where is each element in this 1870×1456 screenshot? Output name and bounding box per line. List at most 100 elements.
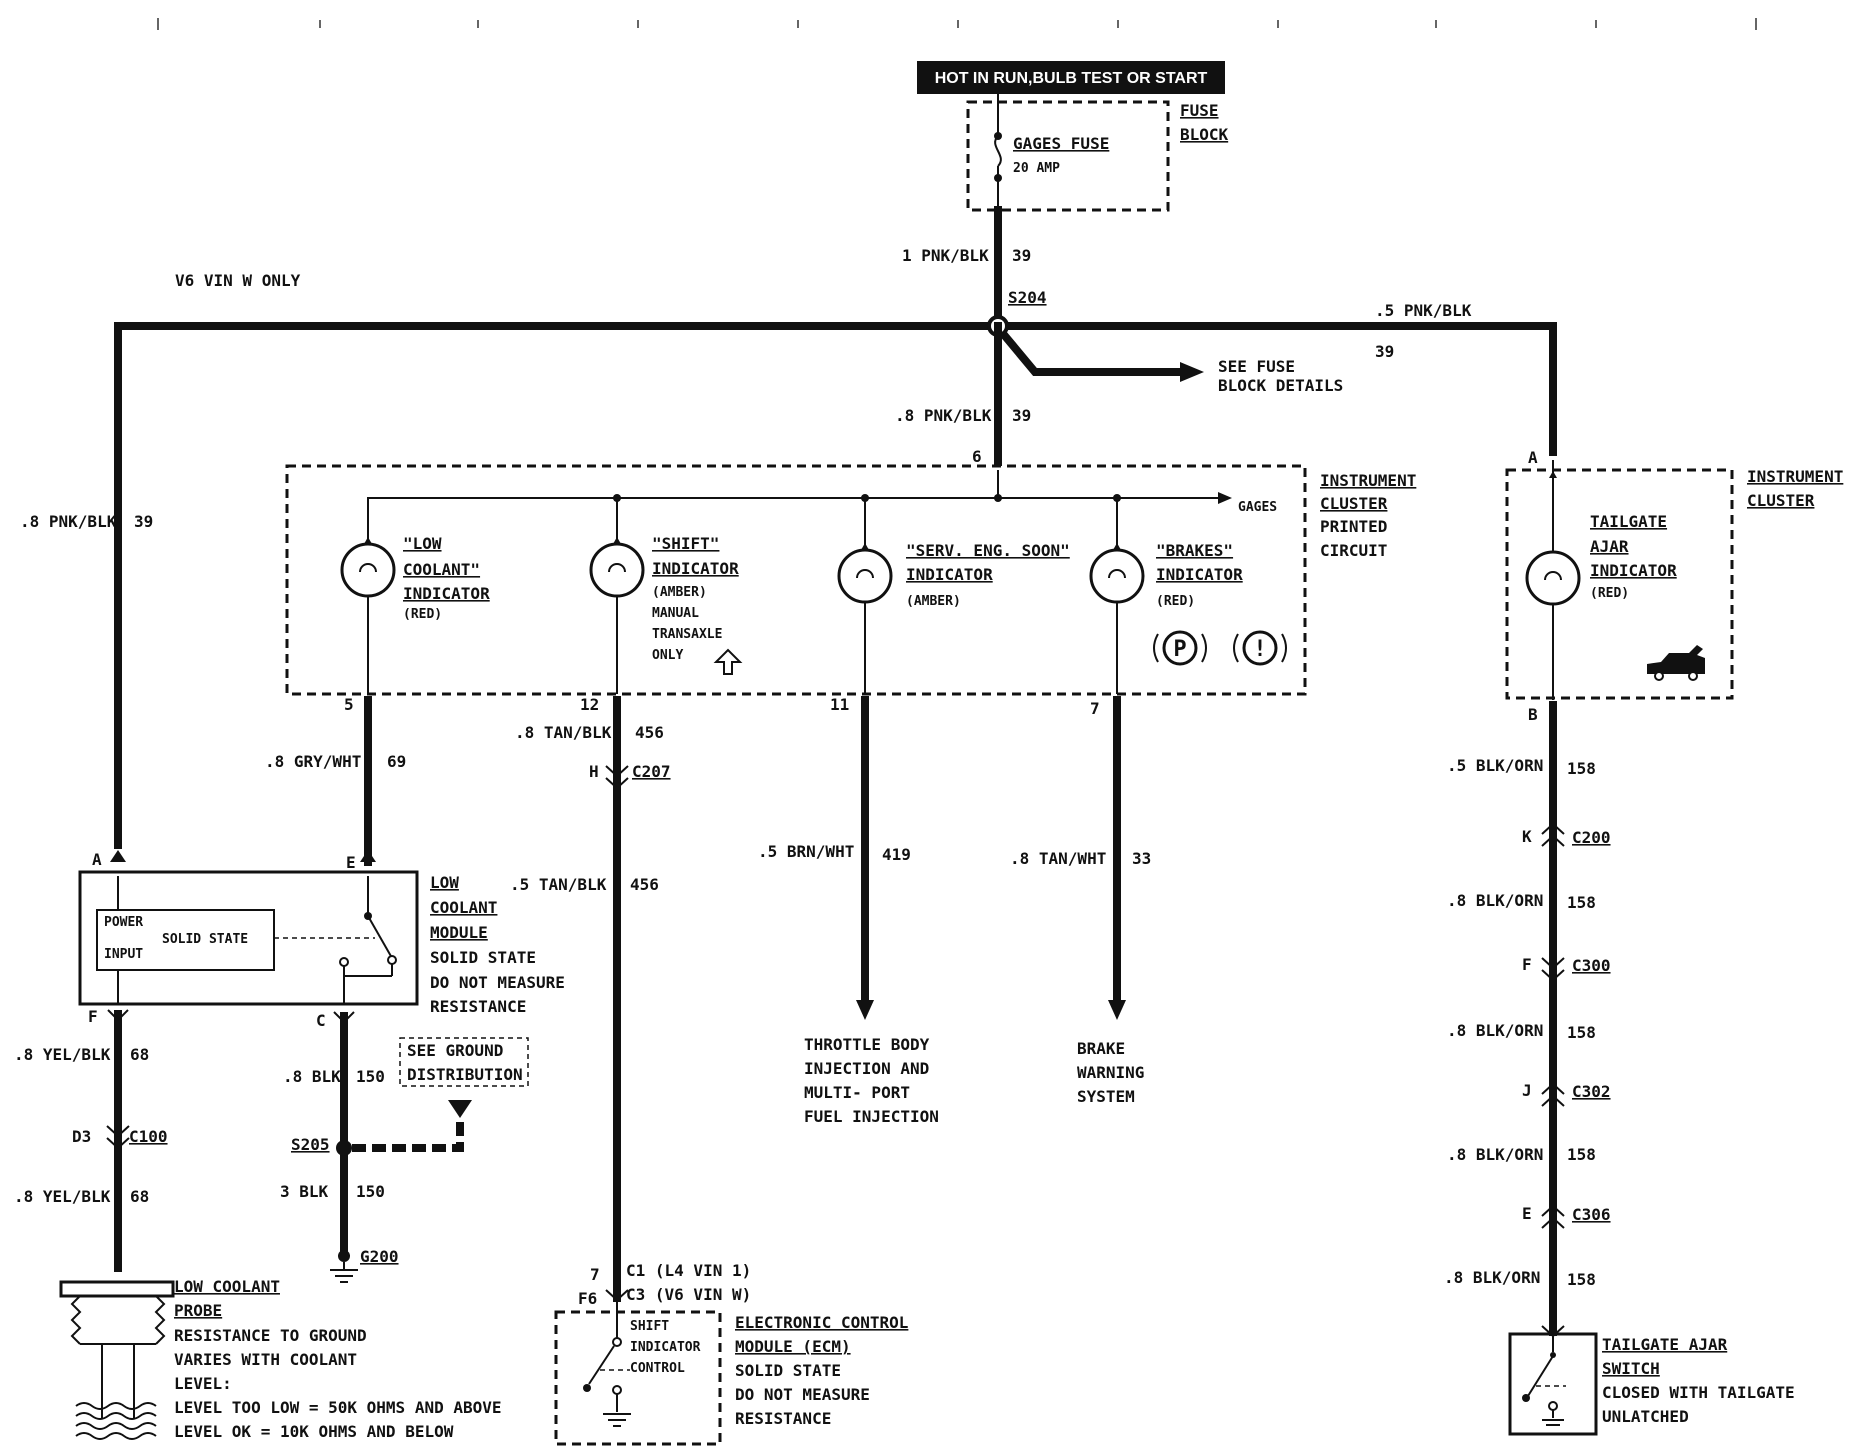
power-source-banner [917, 61, 1225, 94]
instrument-cluster-box [285, 464, 1307, 696]
tail-4-circuit: 158 [1567, 1145, 1596, 1164]
c207-connector-icon [605, 765, 629, 790]
power-input-label: POWER INPUT [104, 915, 143, 962]
svg-text:INDICATOR: INDICATOR [906, 565, 993, 584]
tail-2-gauge: .8 BLK/ORN [1447, 891, 1543, 910]
ground-lower-circuit: 150 [356, 1182, 385, 1201]
ecm-c1: C1 (L4 VIN 1) [626, 1261, 751, 1280]
shift-up-arrow-icon [713, 648, 743, 675]
svg-text:SEE GROUND: SEE GROUND [407, 1041, 503, 1060]
c100-connector-icon [106, 1125, 130, 1150]
c100-pin: D3 [72, 1127, 91, 1146]
solid-state-box [96, 909, 275, 971]
ground-g200-icon [330, 1250, 358, 1283]
top-tick-marks [157, 18, 1757, 30]
svg-text:P: P [1173, 637, 1186, 662]
c306-pin: E [1522, 1204, 1532, 1223]
tailgate-indicator-label: TAILGATE AJAR INDICATOR (RED) [1590, 512, 1677, 601]
svg-text:SWITCH: SWITCH [1602, 1359, 1660, 1378]
svg-text:BLOCK DETAILS: BLOCK DETAILS [1218, 376, 1343, 395]
tailgate-switch-box [1508, 1332, 1598, 1436]
svg-text:INSTRUMENT: INSTRUMENT [1320, 471, 1416, 490]
svg-text:LOW COOLANT: LOW COOLANT [174, 1277, 280, 1296]
feed-top-circuit: 39 [1012, 246, 1031, 265]
cluster-pin-6: 6 [972, 447, 982, 466]
c306-connector-icon [1541, 1204, 1565, 1229]
ground-lower-gauge: 3 BLK [280, 1182, 329, 1201]
throttle-body-destination: THROTTLE BODY INJECTION AND MULTI- PORT … [804, 1035, 939, 1126]
ground-g200: G200 [360, 1247, 399, 1266]
low-coolant-probe-text: LOW COOLANT PROBE RESISTANCE TO GROUND V… [174, 1277, 502, 1441]
svg-text:PROBE: PROBE [174, 1301, 222, 1320]
svg-text:INDICATOR: INDICATOR [630, 1340, 701, 1355]
ecm-pin-f6: F6 [578, 1289, 597, 1308]
svg-text:CLOSED WITH TAILGATE: CLOSED WITH TAILGATE [1602, 1383, 1795, 1402]
svg-text:"LOW: "LOW [403, 534, 442, 553]
svg-text:MODULE: MODULE [430, 923, 488, 942]
left-bus-gauge: .8 PNK/BLK [20, 512, 117, 531]
svg-text:SYSTEM: SYSTEM [1077, 1087, 1135, 1106]
right-bus-gauge: .5 PNK/BLK [1375, 301, 1472, 320]
shift-out-gauge: .8 TAN/BLK [515, 723, 612, 742]
svg-text:"SERV. ENG. SOON": "SERV. ENG. SOON" [906, 541, 1070, 560]
svg-text:TAILGATE AJAR: TAILGATE AJAR [1602, 1335, 1728, 1354]
c302-name: C302 [1572, 1082, 1611, 1101]
brakes-indicator-label: "BRAKES" INDICATOR (RED) [1156, 541, 1243, 609]
svg-text:COOLANT": COOLANT" [403, 560, 480, 579]
fuse-name: GAGES FUSE [1013, 134, 1109, 153]
svg-text:DO NOT MEASURE: DO NOT MEASURE [430, 973, 565, 992]
svg-text:CIRCUIT: CIRCUIT [1320, 541, 1387, 560]
right-instrument-cluster-box [1505, 468, 1734, 700]
shift-lower-circuit: 456 [630, 875, 659, 894]
svg-text:WARNING: WARNING [1077, 1063, 1144, 1082]
svg-text:SOLID STATE: SOLID STATE [735, 1361, 841, 1380]
c100-name: C100 [129, 1127, 168, 1146]
svg-text:CONTROL: CONTROL [630, 1361, 685, 1376]
low-coolant-indicator-label: "LOW COOLANT" INDICATOR (RED) [403, 534, 490, 622]
tail-5-gauge: .8 BLK/ORN [1444, 1268, 1540, 1287]
svg-text:INDICATOR: INDICATOR [1156, 565, 1243, 584]
ecm-box [554, 1310, 722, 1446]
parking-brake-icon: P [1153, 630, 1207, 666]
ground-upper-gauge: .8 BLK [283, 1067, 341, 1086]
pin-5: 5 [344, 695, 354, 714]
svg-text:(RED): (RED) [1156, 594, 1195, 609]
svg-text:LEVEL:: LEVEL: [174, 1374, 232, 1393]
svg-text:BRAKE: BRAKE [1077, 1039, 1125, 1058]
ecm-pin-7: 7 [590, 1265, 600, 1284]
brake-out-circuit: 33 [1132, 849, 1151, 868]
svg-text:LEVEL TOO LOW = 50K OHMS AND A: LEVEL TOO LOW = 50K OHMS AND ABOVE [174, 1398, 502, 1417]
ground-distribution-wire [352, 1118, 464, 1152]
see-fuse-arrow-wire [999, 330, 1184, 376]
svg-text:DO NOT MEASURE: DO NOT MEASURE [735, 1385, 870, 1404]
c300-pin: F [1522, 955, 1532, 974]
cluster-internal-bus [367, 497, 1220, 548]
brake-warning-icon: ! [1233, 630, 1287, 666]
low-coolant-module-box [78, 870, 419, 1006]
serv-out-gauge: .5 BRN/WHT [758, 842, 854, 861]
tail-1-circuit: 158 [1567, 759, 1596, 778]
svg-text:(AMBER): (AMBER) [652, 585, 707, 600]
coolant-out-circuit: 69 [387, 752, 406, 771]
svg-text:MULTI- PORT: MULTI- PORT [804, 1083, 910, 1102]
c200-name: C200 [1572, 828, 1611, 847]
pin-11: 11 [830, 695, 849, 714]
svg-text:TAILGATE: TAILGATE [1590, 512, 1667, 531]
c200-pin: K [1522, 827, 1532, 846]
svg-text:FUEL INJECTION: FUEL INJECTION [804, 1107, 939, 1126]
fuse-block-title: FUSE BLOCK [1180, 101, 1229, 144]
fuse-rating: 20 AMP [1013, 161, 1060, 176]
ecm-inner-label: SHIFT INDICATOR CONTROL [630, 1319, 701, 1376]
svg-text:INDICATOR: INDICATOR [403, 584, 490, 603]
variant-note: V6 VIN W ONLY [175, 271, 301, 290]
svg-text:(RED): (RED) [403, 607, 442, 622]
tailgate-bulb-icon [1525, 460, 1581, 700]
svg-text:ELECTRONIC CONTROL: ELECTRONIC CONTROL [735, 1313, 908, 1332]
low-coolant-module-title: LOW COOLANT MODULE SOLID STATE DO NOT ME… [430, 873, 565, 1016]
tailgate-switch-title: TAILGATE AJAR SWITCH CLOSED WITH TAILGAT… [1602, 1335, 1795, 1426]
solid-state-label: SOLID STATE [162, 932, 248, 947]
module-pin-f: F [88, 1007, 98, 1026]
feed-cluster-circuit: 39 [1012, 406, 1031, 425]
splice-s205: S205 [291, 1135, 330, 1154]
